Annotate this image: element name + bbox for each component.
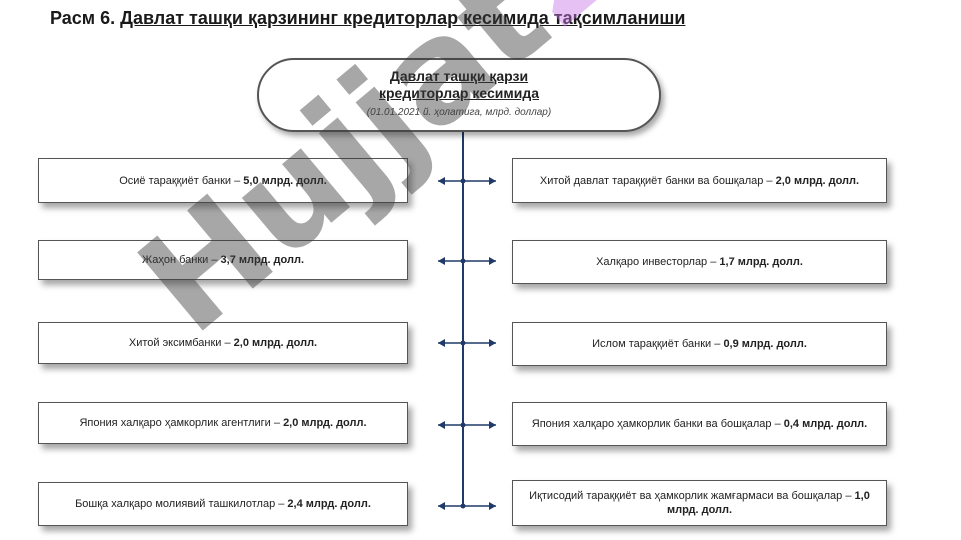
creditor-box-left-2: Жаҳон банки – 3,7 млрд. долл. <box>38 240 408 280</box>
title-prefix: Расм 6. <box>50 8 121 28</box>
arrowhead-icon <box>438 339 445 347</box>
arrowhead-icon <box>489 257 496 265</box>
arrowhead-icon <box>489 502 496 510</box>
root-line1: Давлат ташқи қарзи <box>389 68 529 84</box>
arrowhead-icon <box>489 339 496 347</box>
junction-dot <box>460 258 466 264</box>
creditor-box-right-4: Япония халқаро ҳамкорлик банки ва бошқал… <box>512 402 887 446</box>
branch-arrows <box>438 177 496 510</box>
arrowhead-icon <box>438 421 445 429</box>
creditor-box-right-1: Хитой давлат тараққиёт банки ва бошқалар… <box>512 158 887 203</box>
arrowhead-icon <box>438 177 445 185</box>
arrowhead-icon <box>438 257 445 265</box>
arrowhead-icon <box>489 421 496 429</box>
creditor-box-right-5: Иқтисодий тараққиёт ва ҳамкорлик жамғарм… <box>512 480 887 526</box>
creditor-box-left-4: Япония халқаро ҳамкорлик агентлиги – 2,0… <box>38 402 408 444</box>
root-note: (01.01.2021 й. ҳолатига, млрд. доллар) <box>366 107 552 118</box>
page-title: Расм 6. Давлат ташқи қарзининг кредиторл… <box>50 8 685 29</box>
junction-dot <box>460 178 466 184</box>
arrowhead-icon <box>438 502 445 510</box>
arrowhead-icon <box>489 177 496 185</box>
junction-dot <box>460 340 466 346</box>
title-text: Давлат ташқи қарзининг кредиторлар кесим… <box>120 8 686 28</box>
root-line2: кредиторлар кесимида <box>378 85 540 101</box>
creditor-box-left-5: Бошқа халқаро молиявий ташкилотлар – 2,4… <box>38 482 408 526</box>
creditor-box-right-2: Халқаро инвесторлар – 1,7 млрд. долл. <box>512 240 887 284</box>
creditor-box-left-1: Осиё тараққиёт банки – 5,0 млрд. долл. <box>38 158 408 203</box>
creditor-box-left-3: Хитой эксимбанки – 2,0 млрд. долл. <box>38 322 408 364</box>
junction-dot <box>460 503 466 509</box>
root-node: Давлат ташқи қарзи кредиторлар кесимида … <box>257 58 661 132</box>
junction-dot <box>460 422 466 428</box>
creditor-box-right-3: Ислом тараққиёт банки – 0,9 млрд. долл. <box>512 322 887 366</box>
